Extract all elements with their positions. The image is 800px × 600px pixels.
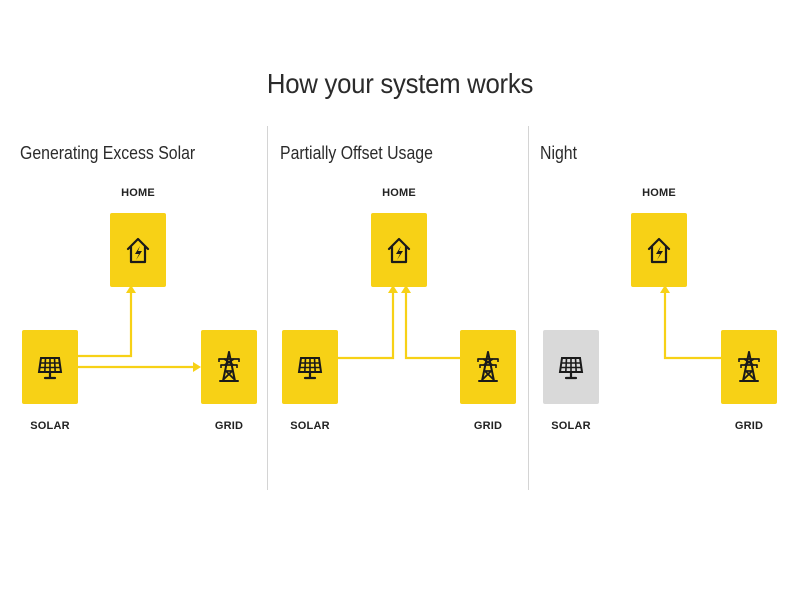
panel-title: Generating Excess Solar: [20, 143, 196, 163]
solar-tile: [22, 330, 78, 404]
grid-tile: [721, 330, 777, 404]
solar-panel-icon: [295, 352, 325, 382]
home-tile: [110, 213, 166, 287]
grid-label: GRID: [734, 420, 764, 432]
power-tower-icon: [734, 350, 764, 384]
grid-label: GRID: [473, 420, 503, 432]
solar-panel-icon: [35, 352, 65, 382]
panel-divider: [528, 126, 529, 490]
home-label: HOME: [121, 187, 155, 199]
grid-tile: [201, 330, 257, 404]
grid-label: GRID: [214, 420, 244, 432]
solar-tile: [282, 330, 338, 404]
panel-title: Partially Offset Usage: [280, 143, 433, 163]
house-bolt-icon: [124, 235, 152, 265]
solar-label: SOLAR: [551, 420, 591, 432]
home-label: HOME: [642, 187, 676, 199]
flow-grid-to-home: [663, 292, 721, 360]
panel-divider: [267, 126, 268, 490]
page-title: How your system works: [266, 68, 534, 99]
home-tile: [631, 213, 687, 287]
solar-panel-icon: [556, 352, 586, 382]
house-bolt-icon: [385, 235, 413, 265]
home-tile: [371, 213, 427, 287]
home-label: HOME: [382, 187, 416, 199]
panel-title: Night: [540, 143, 577, 163]
solar-label: SOLAR: [30, 420, 70, 432]
arrowhead: [193, 362, 201, 372]
power-tower-icon: [214, 350, 244, 384]
flow-grid-to-home: [404, 292, 460, 360]
solar-label: SOLAR: [290, 420, 330, 432]
flow-solar-to-home: [78, 292, 133, 358]
grid-tile: [460, 330, 516, 404]
solar-tile-inactive: [543, 330, 599, 404]
flow-solar-to-home: [338, 292, 395, 360]
house-bolt-icon: [645, 235, 673, 265]
power-tower-icon: [473, 350, 503, 384]
